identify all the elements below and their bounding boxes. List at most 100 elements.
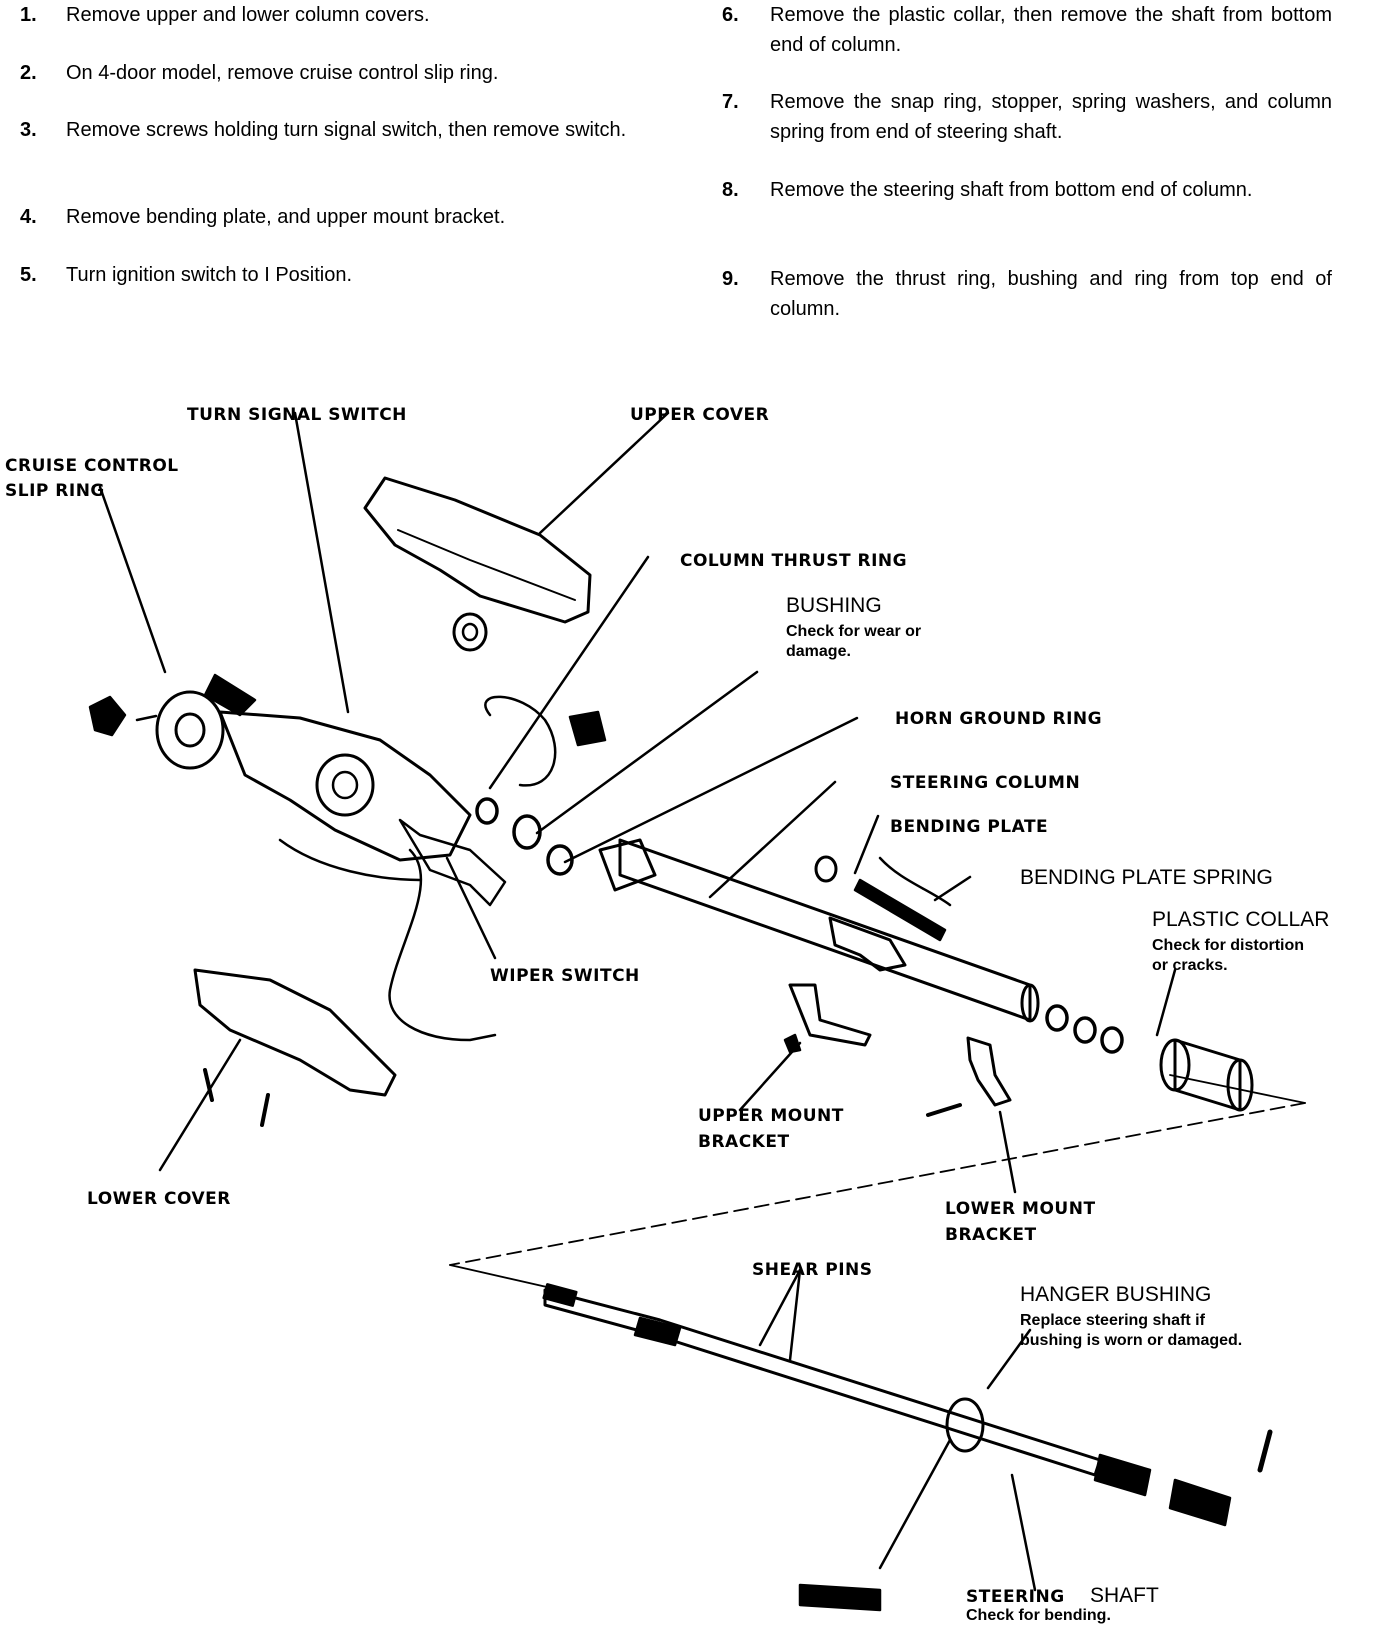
note-bushing-2: damage. bbox=[786, 643, 851, 660]
ignition-lock-ring bbox=[452, 612, 488, 652]
leader-wiper bbox=[445, 856, 497, 960]
label-bushing: BUSHING bbox=[786, 594, 882, 617]
note-steering-shaft: Check for bending. bbox=[966, 1607, 1111, 1624]
label-cruise-control: CRUISE CONTROL bbox=[5, 456, 179, 476]
label-steering-column: STEERING COLUMN bbox=[890, 773, 1081, 793]
continuation-line bbox=[449, 1264, 561, 1291]
note-plastic-collar-1: Check for distortion bbox=[1152, 937, 1305, 954]
harness-wire bbox=[388, 848, 497, 1042]
step-text: Remove the snap ring, stopper, spring wa… bbox=[770, 91, 1332, 143]
screw bbox=[203, 1068, 214, 1102]
label-steering-shaft-b: SHAFT bbox=[1090, 1584, 1159, 1607]
connector bbox=[568, 710, 607, 747]
bending-plate-part bbox=[853, 878, 947, 942]
slip-ring-part bbox=[155, 690, 225, 770]
leader-bending-plate bbox=[853, 814, 880, 875]
universal-joint bbox=[1093, 1453, 1152, 1497]
step-text: Remove upper and lower column covers. bbox=[66, 4, 430, 26]
continuation-line bbox=[449, 1102, 1306, 1266]
label-slip-ring: SLIP RING bbox=[5, 481, 105, 501]
step-number: 4. bbox=[20, 206, 37, 228]
step-number: 7. bbox=[722, 91, 739, 113]
washer bbox=[1073, 1016, 1097, 1044]
leader-cruise bbox=[98, 485, 167, 674]
small-bushing bbox=[814, 855, 838, 883]
label-plastic-collar: PLASTIC COLLAR bbox=[1152, 908, 1330, 931]
screw bbox=[260, 1093, 270, 1127]
steering-column-part bbox=[618, 838, 1032, 1022]
step-number: 9. bbox=[722, 268, 739, 290]
bending-plate-spring-part bbox=[878, 856, 952, 907]
leader-plastic-collar bbox=[1155, 968, 1177, 1037]
leader-upper-cover bbox=[538, 411, 670, 535]
label-shear-pins: SHEAR PINS bbox=[752, 1260, 873, 1280]
note-hanger-2: bushing is worn or damaged. bbox=[1020, 1332, 1243, 1349]
label-hanger-bushing: HANGER BUSHING bbox=[1020, 1283, 1212, 1306]
step-number: 8. bbox=[722, 179, 739, 201]
step-text: On 4-door model, remove cruise control s… bbox=[66, 62, 499, 84]
harness-loop bbox=[484, 695, 557, 787]
lower-cover-part bbox=[193, 968, 397, 1097]
label-upper-cover: UPPER COVER bbox=[630, 405, 770, 425]
label-upper-mount-bracket: BRACKET bbox=[698, 1132, 790, 1152]
step-number: 1. bbox=[20, 4, 37, 26]
leader-bushing bbox=[535, 670, 759, 835]
step-number: 5. bbox=[20, 264, 37, 286]
step-text: Turn ignition switch to I Position. bbox=[66, 264, 353, 286]
universal-joint bbox=[1168, 1478, 1232, 1527]
step-text: Remove bending plate, and upper mount br… bbox=[66, 206, 506, 228]
leader-lower-cover bbox=[158, 1038, 242, 1172]
leader-lower-mount bbox=[998, 1110, 1017, 1194]
leader-plate-spring bbox=[933, 875, 972, 902]
label-steering-shaft-a: STEERING bbox=[966, 1587, 1065, 1607]
step-text: Remove the thrust ring, bushing and ring… bbox=[770, 268, 1332, 320]
label-column-thrust-ring: COLUMN THRUST RING bbox=[680, 551, 908, 571]
leader-shaft-a bbox=[878, 1438, 952, 1570]
label-lower-mount-bracket: BRACKET bbox=[945, 1225, 1037, 1245]
bushing-part bbox=[512, 814, 542, 850]
hanger-bushing-part bbox=[945, 1397, 985, 1453]
leader-turn-signal bbox=[293, 411, 350, 714]
bolt bbox=[926, 1103, 962, 1117]
combination-switch-body bbox=[218, 710, 472, 862]
label-lower-cover: LOWER COVER bbox=[87, 1189, 231, 1209]
step-number: 3. bbox=[20, 119, 37, 141]
washer bbox=[1045, 1004, 1069, 1032]
leader-upper-mount bbox=[738, 1041, 802, 1112]
step-text: Remove screws holding turn signal switch… bbox=[66, 119, 627, 141]
step-text: Remove the steering shaft from bottom en… bbox=[770, 179, 1253, 201]
knob-part bbox=[88, 695, 127, 737]
label-wiper-switch: WIPER SWITCH bbox=[490, 966, 640, 986]
leader-horn-ring bbox=[563, 716, 859, 864]
label-bending-plate: BENDING PLATE bbox=[890, 817, 1049, 837]
note-bushing-1: Check for wear or bbox=[786, 623, 922, 640]
lower-mount-bracket-part bbox=[966, 1036, 1012, 1107]
leader-hanger bbox=[986, 1328, 1032, 1390]
continuation-line bbox=[1169, 1074, 1306, 1104]
label-lower-mount: LOWER MOUNT bbox=[945, 1199, 1096, 1219]
leader-thrust-ring bbox=[488, 555, 650, 790]
label-upper-mount: UPPER MOUNT bbox=[698, 1106, 844, 1126]
thrust-ring-part bbox=[475, 797, 499, 825]
step-number: 2. bbox=[20, 62, 37, 84]
horn-ground-ring-part bbox=[546, 844, 574, 876]
step-text: Remove the plastic collar, then remove t… bbox=[770, 4, 1332, 56]
label-horn-ground-ring: HORN GROUND RING bbox=[895, 709, 1103, 729]
pinch-bolt bbox=[1257, 1429, 1273, 1473]
leader-shaft-b bbox=[1010, 1473, 1037, 1592]
harness-wire bbox=[278, 838, 422, 882]
washer bbox=[1100, 1026, 1124, 1054]
small-part bbox=[798, 1583, 882, 1612]
upper-cover-part bbox=[363, 476, 592, 624]
steering-shaft-part bbox=[543, 1288, 1102, 1477]
step-number: 6. bbox=[722, 4, 739, 26]
label-turn-signal-switch: TURN SIGNAL SWITCH bbox=[187, 405, 407, 425]
leader-shear-1 bbox=[758, 1268, 802, 1347]
bracket-part bbox=[828, 916, 907, 972]
note-plastic-collar-2: or cracks. bbox=[1152, 957, 1228, 974]
upper-mount-bracket-part bbox=[788, 983, 872, 1047]
label-bending-plate-spring: BENDING PLATE SPRING bbox=[1020, 866, 1273, 889]
leader-shear-2 bbox=[788, 1268, 802, 1362]
note-hanger-1: Replace steering shaft if bbox=[1020, 1312, 1205, 1329]
